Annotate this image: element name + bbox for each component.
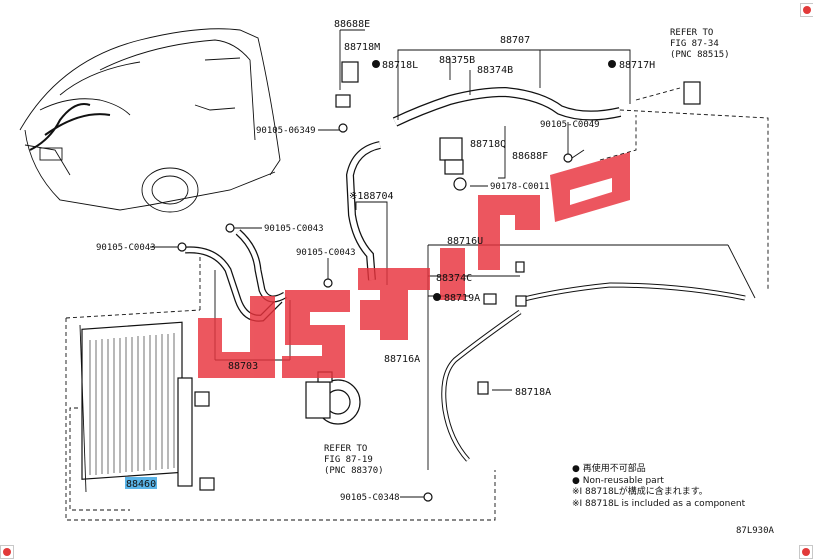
pipe-88716 xyxy=(427,244,756,470)
label-88718M[interactable]: 88718M xyxy=(344,42,380,53)
vehicle-illustration xyxy=(19,28,281,213)
label-88717H[interactable]: 88717H xyxy=(619,60,655,71)
label-90105-C0043-top[interactable]: 90105-C0043 xyxy=(264,224,324,234)
label-88707[interactable]: 88707 xyxy=(500,35,530,46)
ref-fig34-line2[interactable]: FIG 87-34 xyxy=(670,39,719,49)
label-90178-C0011[interactable]: 90178-C0011 xyxy=(490,182,550,192)
note-line-1: ● 再使用不可部品 xyxy=(572,464,646,474)
diagram-code: 87L930A xyxy=(736,526,775,536)
label-90105-C0043-mid[interactable]: 90105-C0043 xyxy=(296,248,356,258)
expansion-valve xyxy=(439,122,569,191)
label-88704[interactable]: ※188704 xyxy=(349,191,394,202)
note-line-2: ● Non-reusable part xyxy=(572,475,664,486)
non-reusable-icon xyxy=(433,293,441,301)
label-90105-C0348[interactable]: 90105-C0348 xyxy=(340,493,400,503)
label-88716A[interactable]: 88716A xyxy=(384,354,420,365)
part-labels: 88688E 88718M 88718L 88375B 88707 88374B… xyxy=(96,19,775,536)
bracket-88688E xyxy=(335,29,365,133)
label-88703[interactable]: 88703 xyxy=(228,361,258,372)
note-non-reusable-en: Non-reusable part xyxy=(582,475,664,486)
label-88374B[interactable]: 88374B xyxy=(477,65,513,76)
compressor xyxy=(305,371,361,425)
label-88688E[interactable]: 88688E xyxy=(334,19,370,30)
pipe-88707 xyxy=(392,49,631,127)
legend-notes: ● 再使用不可部品 ● Non-reusable part ※I 88718Lが… xyxy=(572,464,745,510)
ref-fig34-line1: REFER TO xyxy=(670,28,713,38)
condenser-group xyxy=(65,250,496,521)
ref-fig19-line1: REFER TO xyxy=(324,444,367,454)
bolts xyxy=(150,129,585,502)
label-90105-06349[interactable]: 90105-06349 xyxy=(256,126,316,136)
label-90105-C0043-left[interactable]: 90105-C0043 xyxy=(96,243,156,253)
label-90105-C0049[interactable]: 90105-C0049 xyxy=(540,120,600,130)
label-88375B[interactable]: 88375B xyxy=(439,55,475,66)
label-88460[interactable]: 88460 xyxy=(126,479,156,490)
close-button[interactable] xyxy=(800,3,813,17)
scroll-left-icon xyxy=(3,548,11,556)
label-88718A[interactable]: 88718A xyxy=(515,387,551,398)
label-88716U[interactable]: 88716U xyxy=(447,236,483,247)
label-88688F[interactable]: 88688F xyxy=(512,151,548,162)
scroll-right-button[interactable] xyxy=(799,545,813,559)
close-icon xyxy=(803,6,811,14)
ref-fig19-line3[interactable]: (PNC 88370) xyxy=(324,466,384,476)
non-reusable-icon xyxy=(608,60,616,68)
label-88460-highlight xyxy=(125,477,157,489)
scroll-left-button[interactable] xyxy=(0,545,14,559)
receiver-group xyxy=(599,81,769,290)
watermark-logo xyxy=(198,152,630,378)
scroll-right-icon xyxy=(802,548,810,556)
note-line-4: ※I 88718L is included as a component xyxy=(572,498,746,509)
ref-fig19-line2[interactable]: FIG 87-19 xyxy=(324,455,373,465)
non-reusable-icon xyxy=(372,60,380,68)
note-line-3: ※I 88718Lが構成に含まれます。 xyxy=(572,487,708,497)
ref-fig34-line3[interactable]: (PNC 88515) xyxy=(670,50,730,60)
label-88374C[interactable]: 88374C xyxy=(436,273,472,284)
label-88718L[interactable]: 88718L xyxy=(382,60,418,71)
label-88718Q[interactable]: 88718Q xyxy=(470,139,506,150)
note-non-reusable-jp: 再使用不可部品 xyxy=(582,464,646,474)
hose-88704 xyxy=(345,141,388,285)
label-88719A[interactable]: 88719A xyxy=(444,293,480,304)
